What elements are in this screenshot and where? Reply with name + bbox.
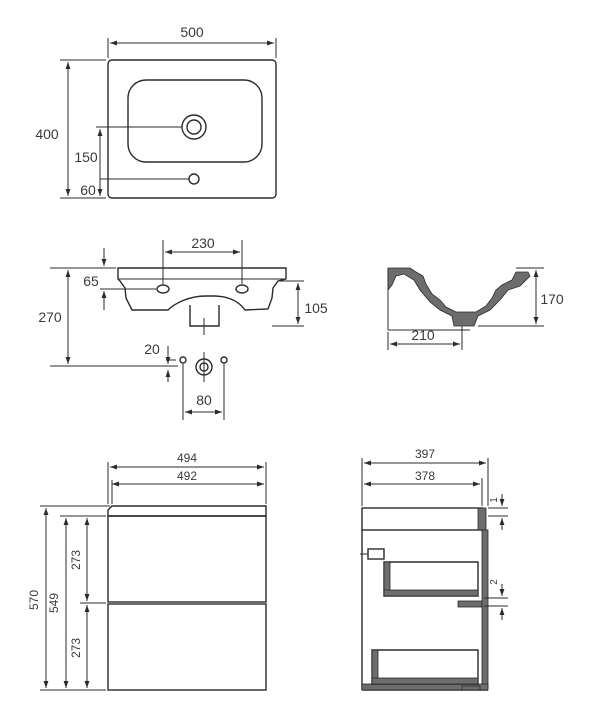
dim-width-label: 500 [180,24,204,40]
cabinet-worktop [107,505,267,517]
waste-hole-right [220,356,228,364]
dim-drain-label: 210 [411,327,435,343]
dim-fixing-label: 230 [191,235,215,251]
basin-front-outline [117,267,287,311]
basin-side-view: 170 210 [387,267,564,350]
cabinet-side-view: 397 378 1 2 [360,447,508,691]
cab-side-top-edge [477,507,487,531]
tap-hole-inner [186,119,202,135]
dim-drawer-gap-label: 2 [489,579,500,585]
waste-holes-view: 20 80 [144,341,228,420]
cab-side-top [361,507,483,531]
fixing-hole-left [156,284,170,294]
dim-cab-body-depth-label: 378 [415,469,435,483]
dim-cab-overall-width-label: 494 [177,451,197,465]
dim-drawer-bottom-label: 273 [69,638,83,658]
cabinet-drawer-bottom [107,603,267,691]
basin-outline [107,59,277,199]
cabinet-drawer-top [107,515,267,603]
dim-tap-label: 150 [74,149,98,165]
basin-bowl [127,79,263,163]
basin-front-view: 230 65 270 105 [38,235,328,367]
dim-drawer-top-label: 273 [69,550,83,570]
dim-waste-spacing-label: 80 [196,392,212,408]
dim-bowl-depth-label: 105 [304,300,328,316]
dim-waste-offset-label: 20 [144,341,160,357]
dim-cab-overall-height-label: 570 [27,590,41,610]
dim-cab-body-height-label: 549 [47,593,61,613]
cab-side-back-panel [481,529,489,689]
dim-cab-overall-depth-label: 397 [415,447,435,461]
dim-overflow-label: 60 [80,182,96,198]
basin-side-section [387,267,531,327]
cabinet-front-view: 494 492 570 549 273 273 [27,451,267,691]
cab-side-rail [457,600,483,608]
waste-hole-left [179,356,187,364]
dim-total-height-label: 270 [38,309,62,325]
fixing-hole-right [235,284,249,294]
cab-side-handle [367,548,385,560]
dim-side-height-label: 170 [540,291,564,307]
dim-cab-body-width-label: 492 [177,469,197,483]
overflow-hole [188,173,200,185]
basin-top-view: 500 400 150 60 [35,24,277,199]
tap-hole-outer [181,114,207,140]
dim-top-gap-label: 1 [489,497,500,503]
dim-depth-label: 400 [35,126,59,142]
dim-fixing-height-label: 65 [83,273,99,289]
